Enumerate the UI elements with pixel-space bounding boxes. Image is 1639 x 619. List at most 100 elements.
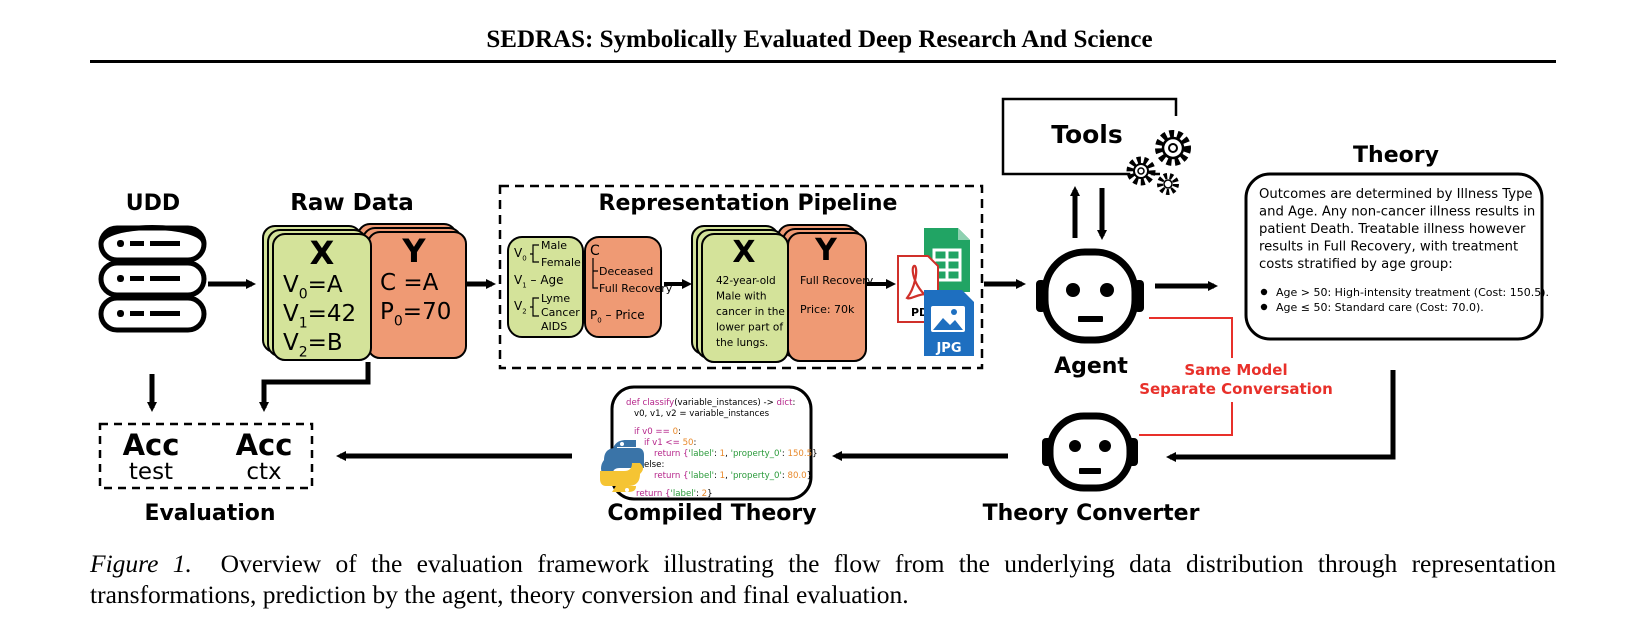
same-model-line1: Same Model — [1184, 361, 1287, 379]
gear-icon — [1126, 130, 1191, 195]
udd-label: UDD — [126, 191, 180, 216]
pipe-y-line: Full Recovery — [800, 274, 874, 287]
tree-v1-post: – Age — [527, 273, 564, 287]
jpg-text: JPG — [935, 341, 961, 356]
tree-p0-post: – Price — [602, 308, 645, 322]
pipe-x-header: X — [732, 235, 755, 270]
raw-x-line: V2=B — [283, 330, 343, 360]
raw-x-line-sub: 2 — [299, 344, 308, 360]
caption-label: Figure 1. — [90, 549, 192, 578]
tree-y-lines — [592, 258, 598, 289]
pipe-y-header: Y — [814, 233, 838, 268]
tools-box — [1001, 97, 1178, 176]
theory-bullet-dot — [1260, 303, 1268, 311]
code-line: v0, v1, v2 = variable_instances — [634, 409, 770, 419]
theory-line: patient Death. Treatable illness however — [1259, 222, 1526, 237]
tree-v1-pre: V — [514, 273, 523, 287]
compiled-theory-label: Compiled Theory — [607, 501, 816, 526]
code-token: return { — [636, 489, 670, 499]
theory-line: Outcomes are determined by Illness Type — [1259, 187, 1533, 202]
pipe-x-line: the lungs. — [716, 337, 768, 349]
page-title: SEDRAS: Symbolically Evaluated Deep Rese… — [486, 26, 1153, 53]
code-token: , — [725, 449, 730, 459]
caption-text: Overview of the evaluation framework ill… — [90, 549, 1556, 609]
code-token: dict — [777, 398, 794, 408]
raw-x-card — [262, 225, 372, 361]
figure-caption: Figure 1. Overview of the evaluation fra… — [90, 548, 1556, 610]
code-line: def classify(variable_instances) -> dict… — [626, 398, 795, 408]
tree-v1: V1 – Age — [514, 273, 564, 289]
pipe-x-line: cancer in the — [716, 306, 785, 318]
code-token: } — [807, 471, 812, 481]
raw-x-line-pre: V — [283, 330, 299, 356]
code-line: return {'label': 1, 'property_0': 150.5} — [654, 449, 818, 459]
tree-v0: V0 — [514, 246, 527, 262]
raw-x-header: X — [310, 234, 335, 272]
title-rule — [90, 60, 1556, 63]
raw-y-line-sub: 0 — [394, 313, 403, 329]
code-token: : — [792, 398, 795, 408]
raw-y-card — [357, 223, 467, 359]
database-icon — [98, 225, 207, 333]
theory-converter-label: Theory Converter — [983, 501, 1200, 526]
code-token: : — [678, 427, 681, 437]
code-line: else: — [644, 460, 664, 470]
acc-test-main: Acc — [123, 428, 180, 462]
code-token: : — [782, 471, 788, 481]
code-line: return {'label': 2} — [636, 489, 713, 499]
compiled-theory-box — [610, 385, 813, 501]
raw-x-line-post: =42 — [308, 301, 357, 327]
code-token: classify — [643, 398, 675, 408]
acc-ctx-main: Acc — [236, 428, 293, 462]
code-token: , — [725, 471, 730, 481]
same-model-mask — [1140, 358, 1328, 402]
code-token: 0 — [673, 427, 678, 437]
theory-line: and Age. Any non-cancer illness results … — [1259, 205, 1535, 220]
raw-y-line-post: =70 — [403, 299, 452, 325]
raw-y-header: Y — [401, 232, 426, 270]
code-token: : — [782, 449, 788, 459]
theory-title: Theory — [1353, 143, 1439, 168]
tree-y-card — [584, 236, 662, 338]
raw-y-line-pre: C =A — [380, 270, 439, 296]
evaluation-box — [98, 422, 314, 490]
code-token: 2 — [702, 489, 707, 499]
code-token: : — [694, 438, 697, 448]
pipe-x-line: 42-year-old — [716, 275, 776, 287]
pipe-x-line: Male with — [716, 291, 767, 303]
theory-bullet: Age > 50: High-intensity treatment (Cost… — [1276, 286, 1549, 299]
tree-v2-sub: 2 — [522, 307, 526, 315]
raw-y-line: P0=70 — [380, 299, 451, 329]
tree-p0-pre: P — [590, 308, 597, 322]
code-token: 'label' — [670, 489, 696, 499]
code-token: def — [626, 398, 643, 408]
code-token: } — [812, 449, 817, 459]
raw-x-line-pre: V — [283, 272, 299, 298]
code-token: 150.5 — [788, 449, 813, 459]
code-token: 'property_0' — [731, 471, 782, 481]
tree-v1-sub: 1 — [522, 281, 526, 289]
code-token: 'label' — [688, 449, 714, 459]
code-token: if v1 <= — [644, 438, 683, 448]
tools-label: Tools — [1051, 120, 1123, 149]
theory-bullet-dot — [1260, 288, 1268, 296]
tree-c: C — [590, 243, 600, 259]
converter-robot-icon — [1042, 412, 1138, 492]
raw-y-values: C =A P0=70 — [380, 270, 451, 329]
same-model-line2: Separate Conversation — [1139, 380, 1333, 398]
tree-v0-sub: 0 — [522, 254, 526, 262]
raw-x-line: V0=A — [283, 272, 343, 302]
raw-x-line-post: =B — [308, 330, 343, 356]
raw-x-line-sub: 1 — [299, 315, 308, 331]
theory-bullet: Age ≤ 50: Standard care (Cost: 70.0). — [1276, 301, 1484, 314]
tree-v2-item: Cancer — [541, 306, 580, 319]
code-line: return {'label': 1, 'property_0': 80.0} — [654, 471, 812, 481]
acc-test-sub: test — [129, 459, 173, 485]
code-line: if v1 <= 50: — [644, 438, 696, 448]
